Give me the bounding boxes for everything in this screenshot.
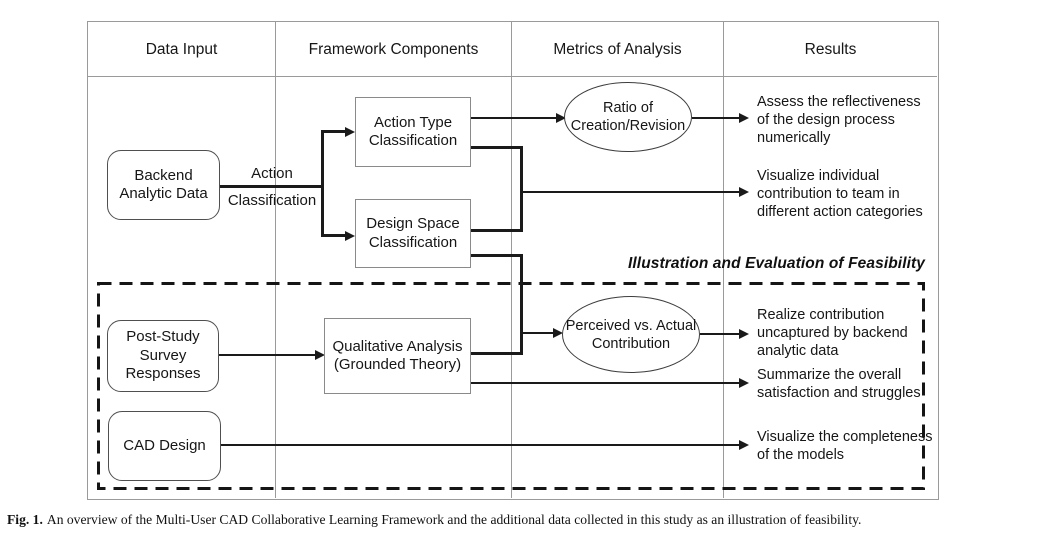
- arrowhead-into-qualitative: [315, 350, 325, 360]
- table-frame: [87, 21, 939, 500]
- edge-bracketB-vertical: [520, 253, 523, 355]
- node-design-space-classification: Design Space Classification: [355, 199, 471, 268]
- result-visualize-completeness: Visualize the completeness of the models: [757, 429, 933, 463]
- arrowhead-result3: [739, 329, 749, 339]
- edge-bracketB-to-perceived: [521, 332, 555, 334]
- arrowhead-result1: [739, 113, 749, 123]
- edge-bracketA-to-result2: [521, 191, 740, 193]
- arrowhead-result5: [739, 440, 749, 450]
- result-summarize-satisfaction: Summarize the overall satisfaction and s…: [757, 367, 921, 401]
- edge-backend-trunk: [220, 185, 321, 188]
- edge-branch-vertical: [321, 130, 324, 237]
- arrowhead-to-action-type: [345, 126, 355, 137]
- edge-ratio-to-result1: [692, 117, 740, 119]
- edge-bracketA-top: [471, 145, 523, 149]
- edge-bracketB-bottom: [470, 351, 523, 355]
- arrowhead-result4: [739, 378, 749, 388]
- column-header-results: Results: [804, 41, 857, 58]
- result-assess-reflectiveness: Assess the reflectiveness of the design …: [757, 94, 921, 146]
- arrowhead-result2: [739, 187, 749, 197]
- edge-perceived-to-result3: [700, 333, 740, 335]
- result-realize-contribution: Realize contribution uncaptured by backe…: [757, 307, 908, 359]
- node-backend-analytic-data: Backend Analytic Data: [107, 150, 220, 220]
- edge-bracketA-vertical: [520, 145, 523, 232]
- column-header-data-input: Data Input: [145, 41, 218, 58]
- column-header-metrics-of-analysis: Metrics of Analysis: [553, 41, 682, 58]
- node-perceived-vs-actual-contribution: Perceived vs. Actual Contribution: [562, 296, 700, 373]
- column-header-framework-components: Framework Components: [308, 41, 479, 58]
- feasibility-region-label: Illustration and Evaluation of Feasibili…: [627, 255, 925, 272]
- edge-branch-to-design-space: [321, 234, 347, 237]
- edge-cad-to-result5: [221, 444, 740, 446]
- figure-caption-text: An overview of the Multi-User CAD Collab…: [46, 512, 862, 527]
- figure-caption-tag: Fig. 1.: [7, 512, 43, 527]
- edge-branch-to-action-type: [321, 130, 347, 133]
- edge-action-type-to-ratio: [471, 117, 557, 119]
- header-separator: [87, 76, 937, 77]
- arrowhead-to-design-space: [345, 230, 355, 241]
- edge-bracketA-bottom: [471, 228, 523, 232]
- result-visualize-individual-contribution: Visualize individual contribution to tea…: [757, 168, 923, 220]
- edge-poststudy-to-qualitative: [219, 354, 317, 356]
- node-qualitative-analysis: Qualitative Analysis (Grounded Theory): [324, 318, 471, 394]
- column-divider-3: [723, 21, 724, 498]
- node-ratio-of-creation-revision: Ratio of Creation/Revision: [564, 82, 692, 152]
- arrowhead-into-perceived: [553, 328, 563, 338]
- node-cad-design: CAD Design: [108, 411, 221, 481]
- edge-bracketB-top: [471, 253, 523, 257]
- column-divider-2: [511, 21, 512, 498]
- column-divider-1: [275, 21, 276, 498]
- node-post-study-survey-responses: Post-Study Survey Responses: [107, 320, 219, 392]
- figure-caption: Fig. 1.An overview of the Multi-User CAD…: [7, 512, 1033, 528]
- arrowhead-into-ratio: [556, 113, 566, 123]
- node-action-type-classification: Action Type Classification: [355, 97, 471, 167]
- edge-qualitative-to-result4: [471, 382, 740, 384]
- edge-label-action-classification: Action Classification: [227, 165, 317, 209]
